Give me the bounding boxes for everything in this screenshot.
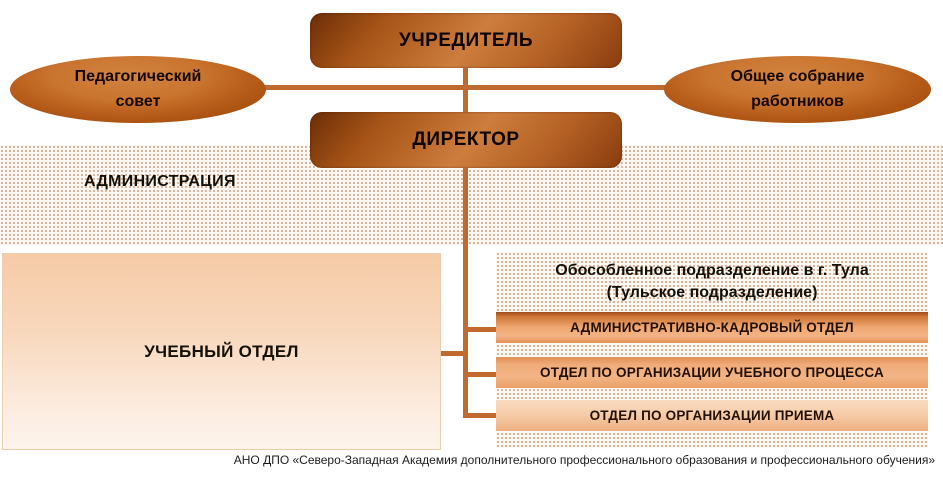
node-director-label: ДИРЕКТОР: [412, 129, 520, 150]
node-admin-hr-department: АДМИНИСТРАТИВНО-КАДРОВЫЙ ОТДЕЛ: [496, 312, 928, 343]
connector-branch-study-department: [439, 351, 463, 356]
administration-label: АДМИНИСТРАЦИЯ: [84, 173, 236, 190]
tula-division-title-line1: Обособленное подразделение в г. Тула: [555, 262, 869, 279]
node-admin-hr-department-label: АДМИНИСТРАТИВНО-КАДРОВЫЙ ОТДЕЛ: [570, 320, 854, 335]
connector-founder-director: [463, 68, 468, 112]
node-study-process-department: ОТДЕЛ ПО ОРГАНИЗАЦИИ УЧЕБНОГО ПРОЦЕССА: [496, 357, 928, 388]
connector-branch-admission-dept: [468, 413, 496, 418]
node-study-department-label: УЧЕБНЫЙ ОТДЕЛ: [144, 341, 299, 361]
node-general-assembly: Общее собрание работников: [664, 56, 931, 123]
tula-division-title: Обособленное подразделение в г. Тула (Ту…: [496, 260, 928, 304]
node-pedagogical-council: Педагогический совет: [10, 56, 266, 123]
organization-name-caption: АНО ДПО «Северо-Западная Академия дополн…: [233, 453, 935, 467]
node-study-process-department-label: ОТДЕЛ ПО ОРГАНИЗАЦИИ УЧЕБНОГО ПРОЦЕССА: [540, 365, 884, 380]
node-director: ДИРЕКТОР: [310, 112, 622, 168]
node-study-department: УЧЕБНЫЙ ОТДЕЛ: [2, 253, 441, 450]
node-general-assembly-label: Общее собрание работников: [730, 67, 865, 110]
node-founder: УЧРЕДИТЕЛЬ: [310, 13, 622, 68]
node-admission-department: ОТДЕЛ ПО ОРГАНИЗАЦИИ ПРИЕМА: [496, 400, 928, 431]
node-admission-department-label: ОТДЕЛ ПО ОРГАНИЗАЦИИ ПРИЕМА: [589, 408, 835, 423]
node-founder-label: УЧРЕДИТЕЛЬ: [399, 29, 533, 51]
connector-branch-process-dept: [468, 372, 496, 377]
connector-branch-admin-hr-dept: [468, 327, 496, 332]
tula-division-panel: Обособленное подразделение в г. Тула (Ту…: [496, 252, 928, 448]
tula-division-title-line2: (Тульское подразделение): [606, 284, 818, 301]
connector-director-trunk: [463, 168, 468, 418]
node-pedagogical-council-label: Педагогический совет: [74, 67, 202, 110]
